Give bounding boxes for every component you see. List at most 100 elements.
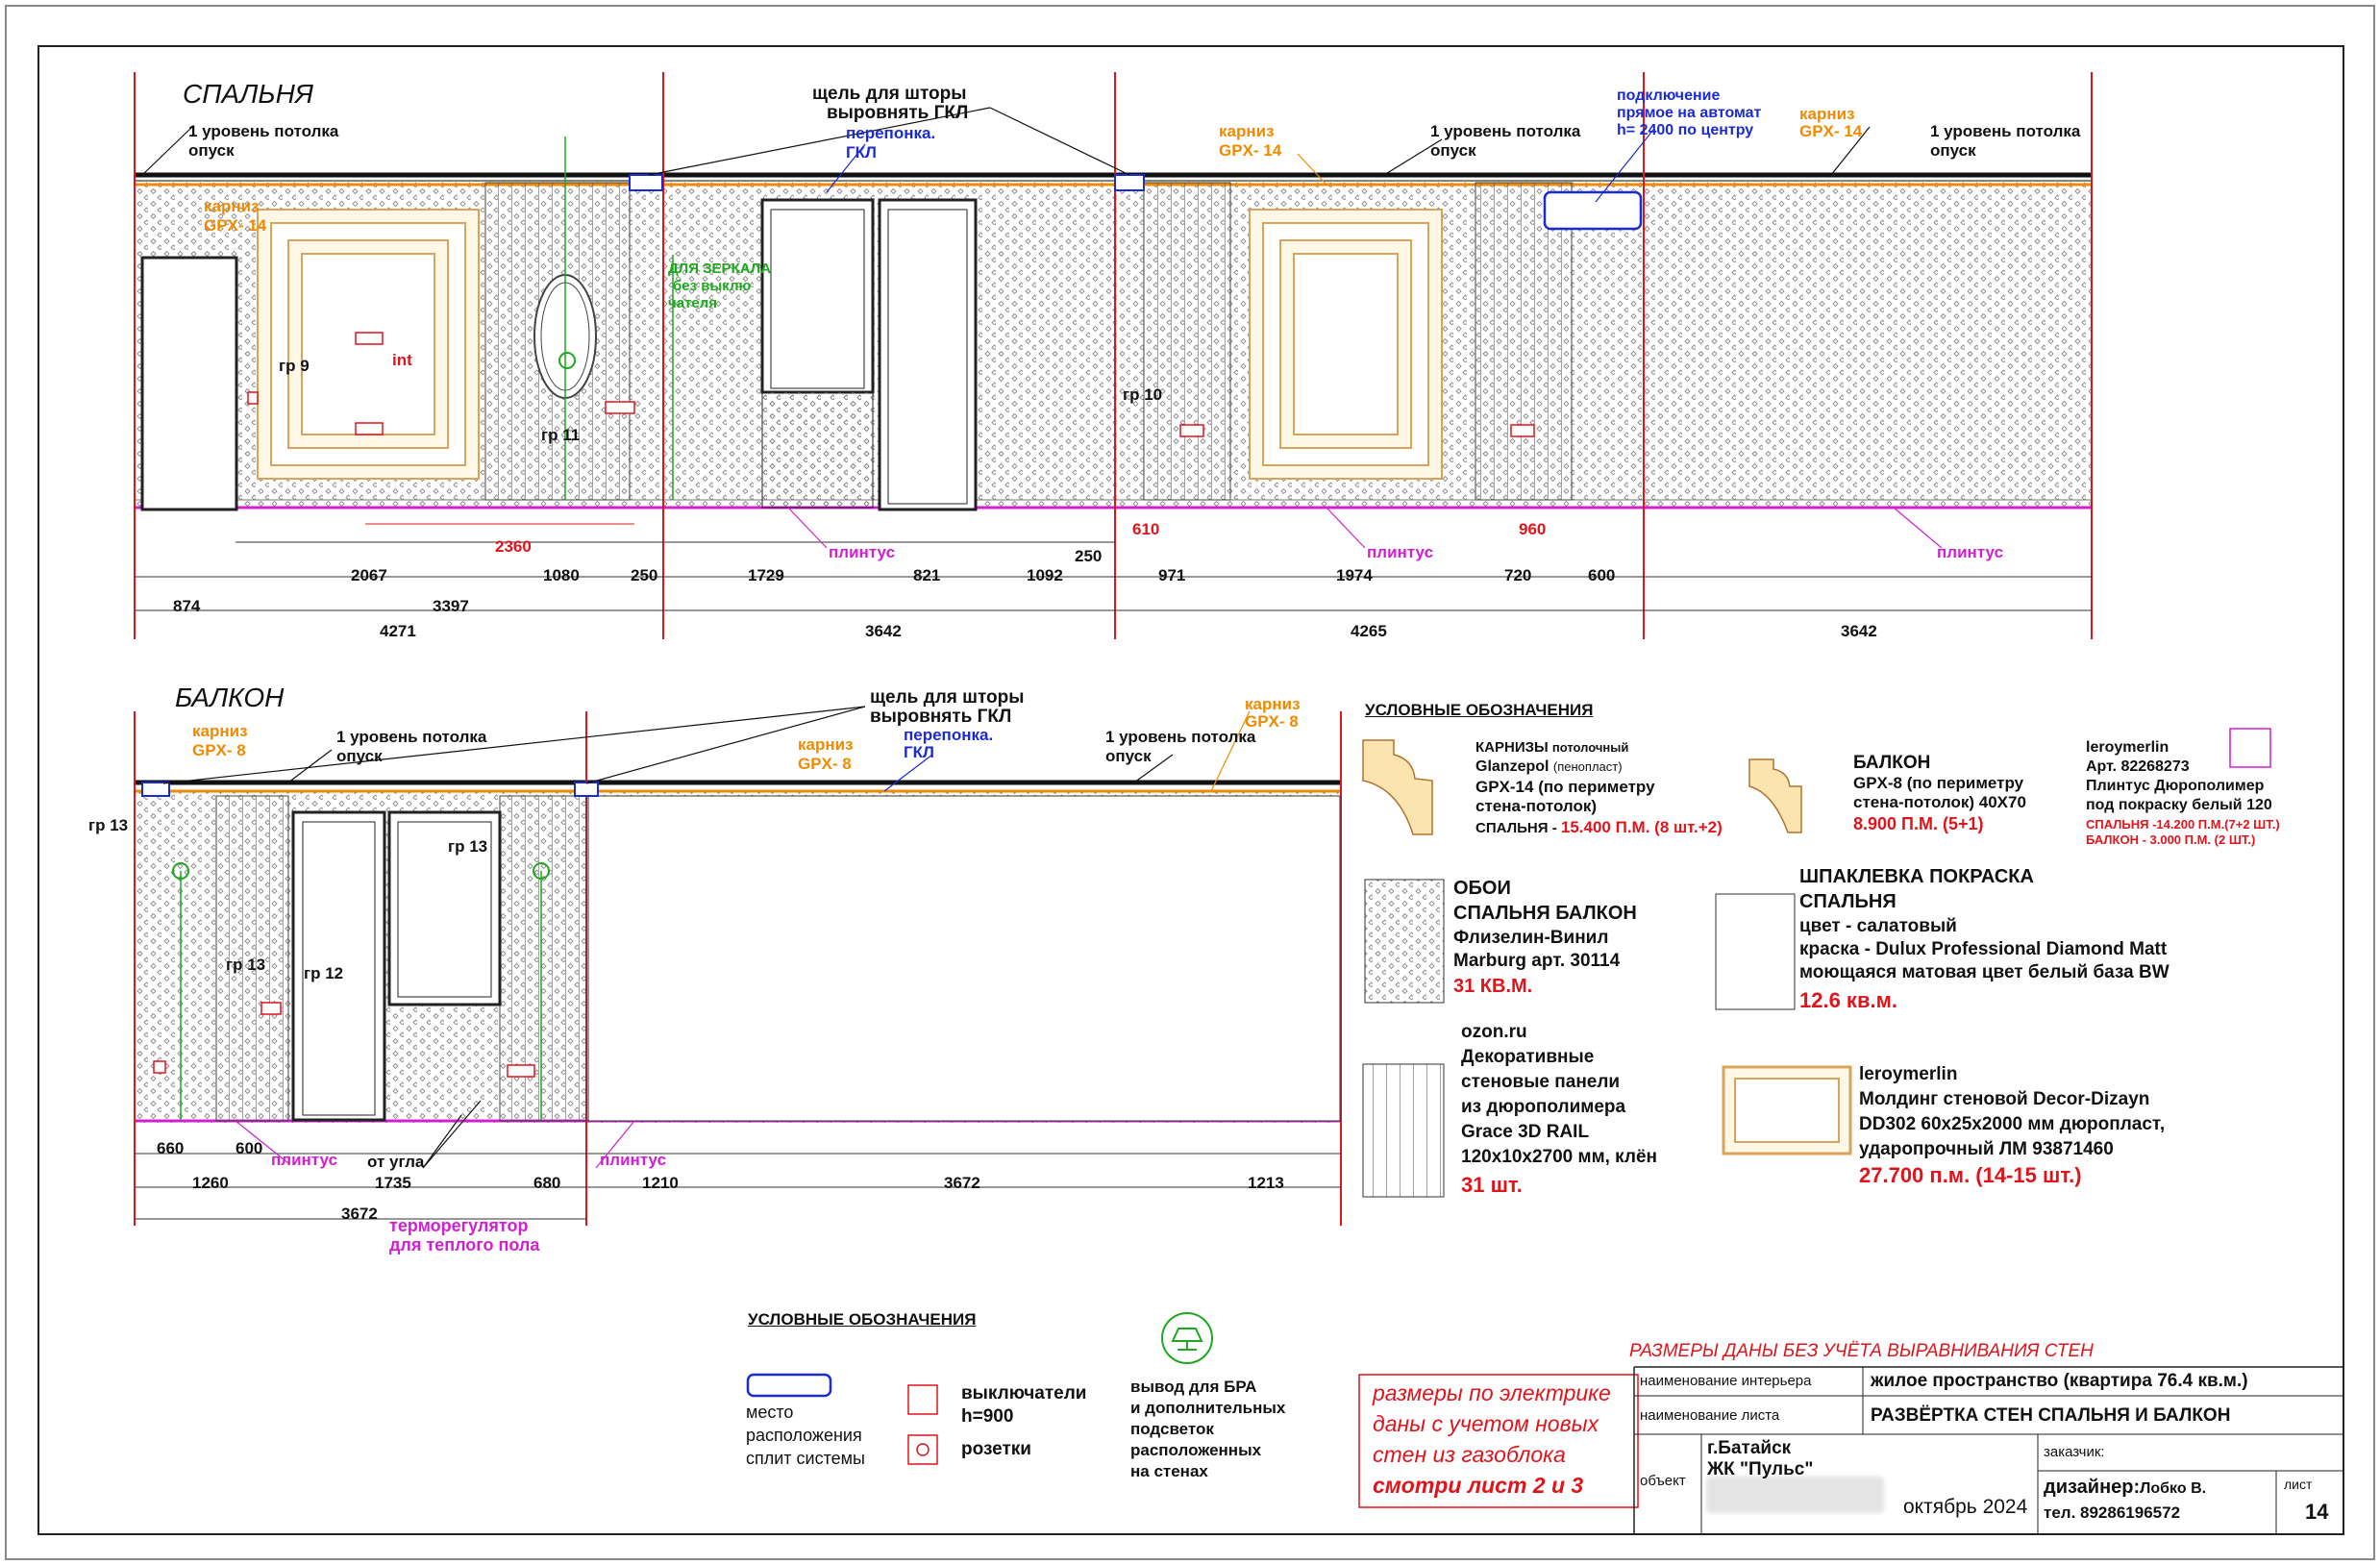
callout-gpx14-2: GPX- 14 (1219, 141, 1282, 160)
legend-oz: ozon.ru (1461, 1022, 1527, 1042)
bal-cornice-2: карниз (798, 735, 854, 754)
tb-city: г.Батайск (1707, 1438, 1792, 1458)
callout-partition: перепонка. (846, 124, 936, 142)
legend2-bra-1: вывод для БРА (1130, 1378, 1257, 1396)
bal-ceiling-2: 1 уровень потолка (1105, 728, 1256, 746)
legend-cornice-brand: Glanzepol (пенопласт) (1475, 758, 1623, 775)
legend-cornice-model: GPX-14 (по периметру (1475, 778, 1655, 796)
dim-971: 971 (1158, 566, 1186, 584)
legend-oz-qty: 31 шт. (1461, 1173, 1523, 1197)
label-plinth-2: плинтус (1367, 543, 1434, 561)
legend-balc-wc: стена-потолок) 40Х70 (1853, 793, 2026, 811)
tb-designer: дизайнер:Лобко В. (2044, 1477, 2207, 1498)
bal-partition: перепонка. (904, 726, 994, 744)
legend2-bra-3: подсветок (1130, 1420, 1214, 1438)
bal-gpx8-3: GPX- 8 (1245, 712, 1299, 731)
legend-wall-art: Marburg арт. 30114 (1453, 951, 1621, 971)
bal-drop: опуск (336, 747, 383, 765)
bal-ceiling: 1 уровень потолка (336, 728, 487, 746)
tb-phone: тел. 89286196572 (2044, 1503, 2181, 1522)
dim-3642: 3642 (865, 622, 902, 640)
dim-3397: 3397 (433, 597, 469, 615)
callout-gpx14-3: GPX- 14 (1799, 122, 1863, 140)
callout-drop-2: опуск (1430, 141, 1476, 160)
label-thermo-1: терморегулятор (389, 1216, 529, 1235)
label-plinth-3: плинтус (1937, 543, 2004, 561)
legend2-bra-5: на стенах (1130, 1462, 1208, 1480)
callout-direct: прямое на автомат (1617, 105, 1762, 121)
legend-wall-rooms: СПАЛЬНЯ БАЛКОН (1453, 903, 1637, 924)
legend-oz2: стеновые панели (1461, 1072, 1621, 1092)
callout-drop: опуск (188, 141, 235, 160)
legend-paint-qty: 12.6 кв.м. (1799, 988, 1897, 1012)
bedroom-title: СПАЛЬНЯ (183, 79, 313, 109)
legend-oz3: из дюрополимера (1461, 1097, 1626, 1117)
legend2-heading: УСЛОВНЫЕ ОБОЗНАЧЕНИЯ (748, 1310, 977, 1329)
dim-4265: 4265 (1351, 622, 1387, 640)
legend-heading: УСЛОВНЫЕ ОБОЗНАЧЕНИЯ (1365, 701, 1594, 719)
bal-dim-1210: 1210 (642, 1174, 679, 1192)
legend2-bra-4: расположенных (1130, 1441, 1262, 1459)
legend2-split-2: расположения (746, 1426, 862, 1445)
callout-ceiling-2: 1 уровень потолка (1430, 122, 1581, 140)
dim-2067: 2067 (351, 566, 387, 584)
bal-dim-1213: 1213 (1248, 1174, 1284, 1192)
label-gr12: гр 12 (304, 964, 344, 982)
bal-dim-1260: 1260 (192, 1174, 229, 1192)
legend2-switch-1: выключатели (961, 1383, 1087, 1404)
legend-oz5: 120х10х2700 мм, клён (1461, 1147, 1658, 1167)
note-no-align: РАЗМЕРЫ ДАНЫ БЕЗ УЧЁТА ВЫРАВНИВАНИЯ СТЕН (1629, 1341, 2094, 1361)
legend-lm2a: Молдинг стеновой Decor-Dizayn (1859, 1089, 2150, 1109)
bal-drop-2: опуск (1105, 747, 1152, 765)
callout-cornice-2: карниз (1219, 122, 1275, 140)
legend-balc-model: GPX-8 (по периметру (1853, 774, 2024, 792)
tb-list-no: 14 (2305, 1500, 2329, 1524)
legend-lm1-plinth: Плинтус Дюрополимер (2086, 778, 2265, 794)
label-gr11: гр 11 (541, 426, 581, 444)
callout-connection: подключение (1617, 87, 1721, 104)
legend-paint-desc: моющаяся матовая цвет белый база BW (1799, 962, 2169, 982)
dim-1729: 1729 (748, 566, 784, 584)
bal-gpx8: GPX- 8 (192, 741, 246, 759)
dim-250b: 250 (1075, 547, 1103, 565)
callout-ceiling-3: 1 уровень потолка (1930, 122, 2081, 140)
legend2-switch-2: h=900 (961, 1406, 1014, 1427)
legend-oz1: Декоративные (1461, 1047, 1595, 1067)
legend2-socket: розетки (961, 1439, 1031, 1459)
bal-gkl: ГКЛ (904, 743, 934, 761)
bal-dim-660: 660 (157, 1139, 185, 1157)
legend2-bra-2: и дополнительных (1130, 1399, 1286, 1417)
legend2-split-3: сплит системы (746, 1449, 865, 1468)
tb-complex: ЖК "Пульс" (1707, 1459, 1814, 1479)
legend-lm2-qty: 27.700 п.м. (14-15 шт.) (1859, 1163, 2082, 1187)
balcony-title: БАЛКОН (175, 683, 285, 712)
label-thermo-2: для теплого пола (389, 1235, 540, 1254)
balcony-elevation (134, 706, 1342, 1226)
legend-paint-room: СПАЛЬНЯ (1799, 891, 1897, 912)
legend-balc-title: БАЛКОН (1853, 753, 1931, 773)
legend-paint-title: ШПАКЛЕВКА ПОКРАСКА (1799, 866, 2034, 887)
legend2-split-1: место (746, 1403, 794, 1422)
tb-sheet: РАЗВЁРТКА СТЕН СПАЛЬНЯ И БАЛКОН (1871, 1405, 2231, 1426)
bal-gpx8-2: GPX- 8 (798, 755, 852, 773)
legend-balc-qty: 8.900 П.М. (5+1) (1853, 814, 1984, 833)
tb-label-list: лист (2284, 1477, 2313, 1492)
dim-600: 600 (1588, 566, 1616, 584)
legend-lm1-bal: БАЛКОН - 3.000 П.М. (2 ШТ.) (2086, 832, 2256, 847)
callout-mirror-2: без выклю (673, 278, 752, 294)
dim-720: 720 (1504, 566, 1532, 584)
blurred-address (1706, 1477, 1884, 1513)
dim-1092: 1092 (1027, 566, 1063, 584)
tb-date: октябрь 2024 (1903, 1496, 2028, 1518)
note-elec-4: смотри лист 2 и 3 (1373, 1473, 1584, 1498)
bal-dim-3672b: 3672 (944, 1174, 980, 1192)
bal-plinth-1: плинтус (271, 1151, 338, 1169)
bedroom-elevation (134, 72, 2093, 639)
legend-lm1: leroymerlin (2086, 739, 2169, 756)
callout-gpx14: GPX- 14 (204, 216, 267, 235)
title-block-lines (1358, 1366, 2343, 1534)
callout-drop-3: опуск (1930, 141, 1976, 160)
legend-wall-title: ОБОИ (1453, 878, 1511, 899)
